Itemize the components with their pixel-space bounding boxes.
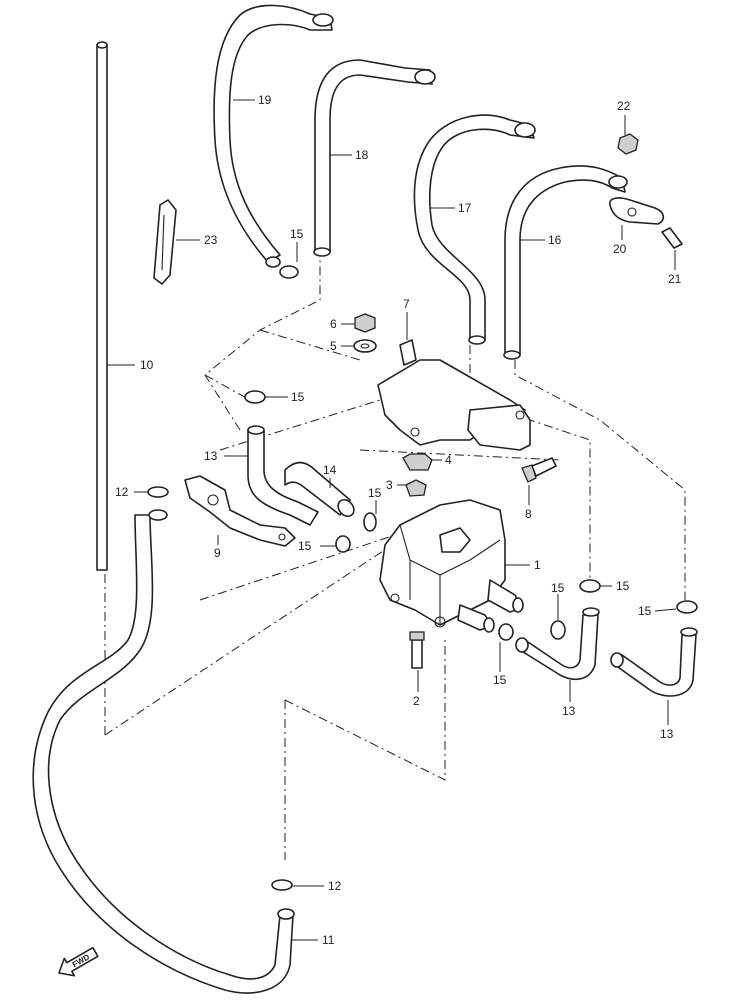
callout-6: 6 [330,317,337,331]
callout-11: 11 [322,933,335,947]
callout-12-b: 12 [328,879,342,893]
part-8-bolt [521,457,557,483]
callout-15-g: 15 [638,604,652,618]
callout-15-c: 15 [368,486,382,500]
callout-15-d: 15 [298,539,312,553]
part-12-clamp-upper [147,486,169,498]
part-17-hose [413,114,536,345]
callout-20: 20 [613,242,627,256]
callout-9: 9 [214,546,221,560]
callout-15-e: 15 [551,581,565,595]
part-20-gasket [608,197,665,225]
leader-lines [107,99,677,941]
callout-5: 5 [330,339,337,353]
callout-7: 7 [403,297,410,311]
callout-1: 1 [534,558,541,572]
callout-23: 23 [204,233,218,247]
part-13-hose-center [515,607,600,681]
callout-15-h: 15 [493,673,507,687]
callout-3: 3 [386,478,393,492]
part-6-nut [354,313,376,333]
part-14-pipe [284,461,355,518]
callout-10: 10 [140,358,154,372]
part-10-pipe [96,41,108,571]
callout-8: 8 [525,507,532,521]
callouts: 19 18 17 16 22 20 21 23 10 15 15 7 6 5 4… [115,93,682,947]
part-4-grommet [402,453,433,471]
part-15-clips [244,265,698,641]
callout-12-a: 12 [115,485,129,499]
part-13-hose-right [610,627,698,697]
part-3-collar [405,479,427,497]
part-13-hose-upper [247,425,319,526]
part-7-bracket [377,339,531,451]
part-9-bracket [184,475,296,547]
callout-18: 18 [355,148,369,162]
fwd-arrow-marker: FWD [58,946,99,977]
callout-22: 22 [617,99,631,113]
part-21-stud [661,227,683,249]
part-19-hose [213,4,334,268]
callout-19: 19 [258,93,272,107]
part-23-bracket [153,199,177,285]
callout-13-b: 13 [562,704,576,718]
callout-13-a: 13 [204,449,218,463]
callout-21: 21 [668,272,682,286]
callout-2: 2 [413,694,420,708]
part-1-air-valve [379,499,524,633]
part-22-nut [617,133,639,155]
part-18-hose [313,59,436,257]
callout-15-b: 15 [291,390,305,404]
callout-13-c: 13 [660,727,674,741]
part-16-hose [503,165,628,360]
callout-17: 17 [458,201,472,215]
callout-15-a: 15 [290,227,304,241]
callout-14: 14 [323,463,337,477]
part-12-clamp-lower [271,879,293,891]
part-2-bolt [409,631,425,669]
callout-4: 4 [445,453,452,467]
part-5-washer [353,339,377,353]
callout-15-f: 15 [616,579,630,593]
callout-16: 16 [548,233,562,247]
part-11-hose [32,509,295,994]
